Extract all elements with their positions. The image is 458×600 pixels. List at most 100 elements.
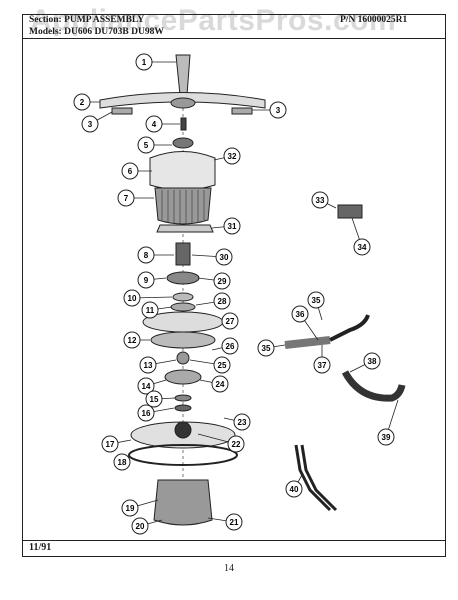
callout-number: 24 [216,380,225,389]
callout-number: 35 [262,344,271,353]
callout-19: 19 [121,499,159,517]
callout-number: 19 [126,504,135,513]
callout-number: 11 [146,306,155,315]
filter-screen [154,187,212,225]
model-list: Models: DU606 DU703B DU98W [29,27,164,37]
callout-number: 35 [312,296,321,305]
callout-number: 3 [88,120,93,129]
callout-number: 3 [276,106,281,115]
impeller-lower [164,369,202,385]
callout-number: 28 [218,297,227,306]
ring [174,394,192,402]
callout-3: 3 [81,111,113,133]
header-rule [22,38,446,39]
callout-24: 24 [199,375,229,393]
callout-number: 39 [382,433,391,442]
callout-number: 23 [238,418,247,427]
impeller [166,271,200,285]
callout-37: 37 [313,345,331,374]
nozzle-right [231,107,253,115]
hose-end [329,314,370,342]
callout-number: 38 [368,357,377,366]
wire-harness [294,444,332,512]
o-ring [174,404,192,412]
callout-number: 31 [228,222,237,231]
callout-number: 14 [142,382,151,391]
callout-4: 4 [145,115,180,133]
diagram-frame [22,14,446,557]
callout-number: 15 [150,395,159,404]
callout-number: 33 [316,196,325,205]
callout-31: 31 [211,217,241,235]
callout-number: 30 [220,253,229,262]
callout-5: 5 [137,136,172,154]
curved-hose [341,370,406,402]
callout-32: 32 [213,147,241,165]
page-number: 14 [224,563,234,574]
callout-number: 8 [144,251,149,260]
callout-20: 20 [131,517,163,535]
callout-number: 22 [232,440,241,449]
solenoid [337,204,363,219]
callout-number: 13 [144,361,153,370]
seal [172,292,194,302]
callout-number: 40 [290,485,299,494]
callout-15: 15 [145,390,176,408]
callout-number: 36 [296,310,305,319]
callout-number: 26 [226,342,235,351]
callout-number: 7 [124,194,129,203]
callout-number: 25 [218,361,227,370]
coupling [175,242,191,266]
callout-30: 30 [191,248,233,266]
callout-25: 25 [189,356,231,374]
washer [170,302,196,312]
callout-number: 27 [226,317,235,326]
callout-number: 20 [136,522,145,531]
callout-3: 3 [252,101,287,119]
spray-tube [175,54,191,96]
callout-8: 8 [137,246,174,264]
callout-33: 33 [311,191,337,209]
callout-number: 17 [106,440,115,449]
screw [180,117,187,131]
nut [172,137,194,149]
callout-number: 34 [358,243,367,252]
housing [149,151,216,191]
callout-number: 2 [80,98,85,107]
section-title: Section: PUMP ASSEMBLY [29,15,145,25]
nozzle-left [111,107,133,115]
callout-number: 1 [142,58,147,67]
callout-36: 36 [291,305,319,341]
callout-34: 34 [351,217,371,256]
callout-number: 10 [128,294,137,303]
pump-body [150,331,216,349]
callout-9: 9 [137,271,167,289]
callout-17: 17 [101,435,132,453]
callout-11: 11 [141,301,173,319]
callout-number: 29 [218,277,227,286]
callout-1: 1 [135,53,176,71]
plate [156,224,214,233]
callout-40: 40 [285,474,303,498]
watermark: AppliancePartsPros.com [30,4,397,37]
callout-6: 6 [121,162,152,180]
revision-date: 11/91 [29,542,52,553]
callout-2: 2 [73,93,100,111]
callout-number: 4 [152,120,157,129]
callout-35: 35 [307,291,325,321]
callout-21: 21 [207,513,243,531]
callout-14: 14 [137,377,167,395]
callout-28: 28 [195,292,231,310]
callout-number: 21 [230,518,239,527]
part-number: P/N 16000025R1 [340,15,408,25]
callout-number: 32 [228,152,237,161]
callout-18: 18 [113,453,131,471]
callout-number: 12 [128,336,137,345]
gear [176,351,190,365]
callout-22: 22 [197,433,245,453]
callout-number: 9 [144,276,149,285]
callout-12: 12 [123,331,150,349]
